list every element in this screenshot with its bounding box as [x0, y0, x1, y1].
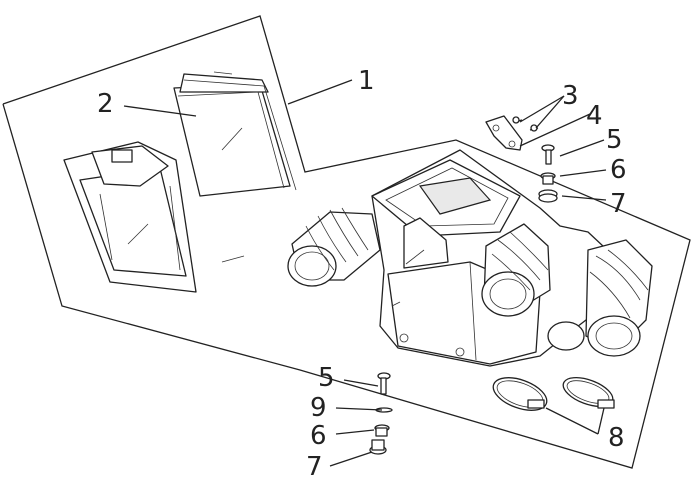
callout-6-upper: 6 [610, 155, 627, 185]
callout-1: 1 [358, 66, 375, 96]
leader-lines [123, 79, 607, 467]
bolt-upper [541, 144, 555, 165]
callout-2: 2 [97, 89, 114, 119]
callout-5-upper: 5 [606, 125, 623, 155]
collar-upper [540, 172, 556, 185]
callout-8: 8 [608, 423, 625, 453]
callout-4: 4 [586, 101, 603, 131]
mounting-bracket [485, 115, 539, 151]
collar-lower [374, 424, 390, 437]
callout-3: 3 [562, 81, 579, 111]
intake-duct-left [287, 207, 381, 287]
callout-6-lower: 6 [310, 421, 327, 451]
grommet-lower [369, 439, 387, 455]
intake-duct-center [481, 223, 551, 317]
hose-clamps [492, 376, 615, 411]
intake-duct-right [547, 239, 653, 357]
callout-9: 9 [310, 393, 327, 423]
callout-5-lower: 5 [318, 363, 335, 393]
filter-housing-cover [63, 141, 245, 293]
air-box-assembly [371, 149, 621, 367]
bolt-lower [377, 372, 391, 395]
grommet-upper [538, 189, 558, 203]
assembly-outline [2, 15, 691, 469]
callout-7-lower: 7 [306, 452, 323, 482]
air-filter-element [173, 71, 297, 197]
callout-7-upper: 7 [610, 189, 627, 219]
callout-labels: 1 2 3 4 5 6 7 5 9 6 7 8 [97, 66, 627, 482]
